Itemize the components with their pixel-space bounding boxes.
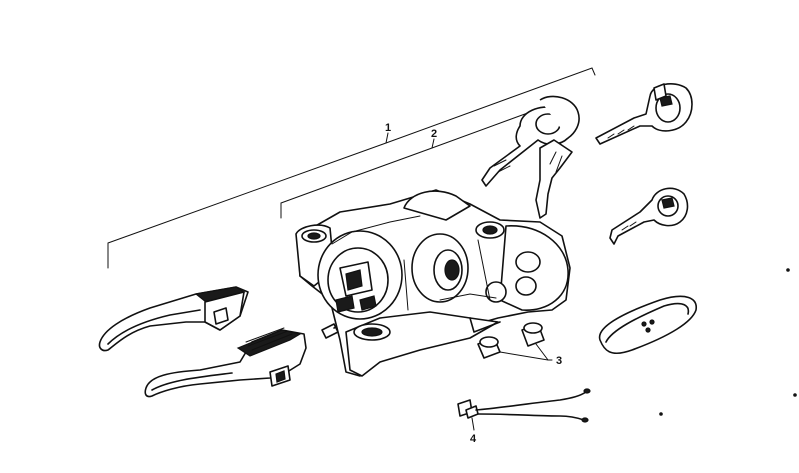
gasket-plate	[598, 295, 697, 355]
key-pair	[481, 95, 580, 219]
bracket-callout-2: 2	[280, 98, 567, 219]
bolts: 3	[477, 322, 562, 367]
steering-lock-housing	[295, 189, 571, 377]
callout-label-2: 2	[431, 128, 437, 140]
door-handle-upper	[98, 286, 249, 352]
callout-label-4: 4	[470, 433, 477, 445]
door-handle-lower	[144, 327, 307, 398]
wire-harness: 4	[457, 388, 591, 445]
bracket-callout-1: 1	[107, 67, 596, 269]
reference-marks	[659, 268, 797, 416]
callout-label-3: 3	[556, 355, 562, 367]
key-single	[595, 83, 693, 145]
key-third	[609, 187, 689, 245]
callout-label-1: 1	[385, 122, 391, 134]
